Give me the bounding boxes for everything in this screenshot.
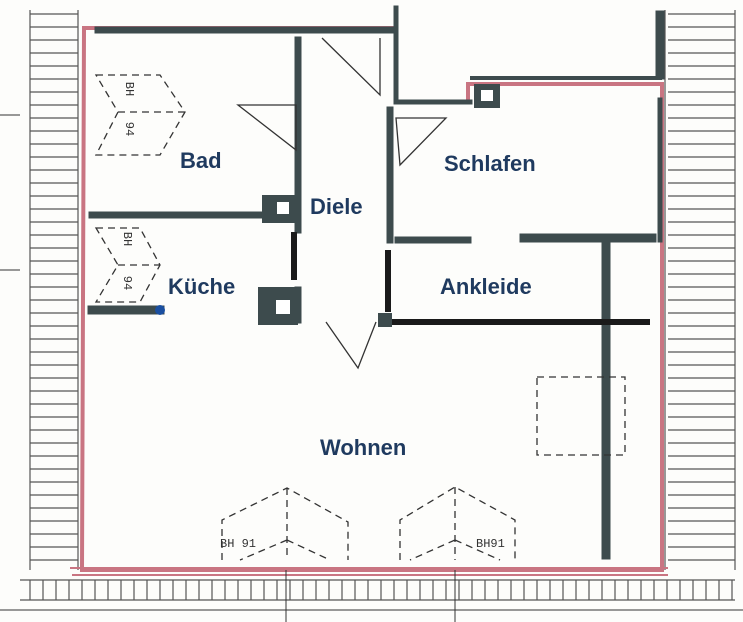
window-label-kueche-type: BH: [120, 231, 135, 247]
room-label-kueche: Küche: [168, 274, 236, 299]
eaves-line: [70, 567, 668, 576]
room-label-ankleide: Ankleide: [440, 274, 532, 299]
room-label-bad: Bad: [180, 148, 222, 173]
window-label-wohnen-right: BH91: [476, 537, 505, 551]
window-label-wohnen-left: BH 91: [220, 537, 257, 551]
window-label-kueche-size: 94: [120, 275, 135, 291]
door-swings: [236, 37, 448, 370]
room-label-wohnen: Wohnen: [320, 435, 407, 460]
room-label-diele: Diele: [310, 194, 363, 219]
dimension-lines: [0, 114, 743, 622]
roof-slope-hatching: [20, 10, 736, 601]
pipe-marker: [155, 305, 165, 315]
room-label-schlafen: Schlafen: [444, 151, 536, 176]
wall-black: [291, 232, 650, 325]
walls: [87, 5, 665, 560]
window-label-bad-type: BH: [122, 81, 137, 97]
window-label-bad-size: 94: [122, 121, 137, 137]
roof-windows: [94, 74, 626, 561]
